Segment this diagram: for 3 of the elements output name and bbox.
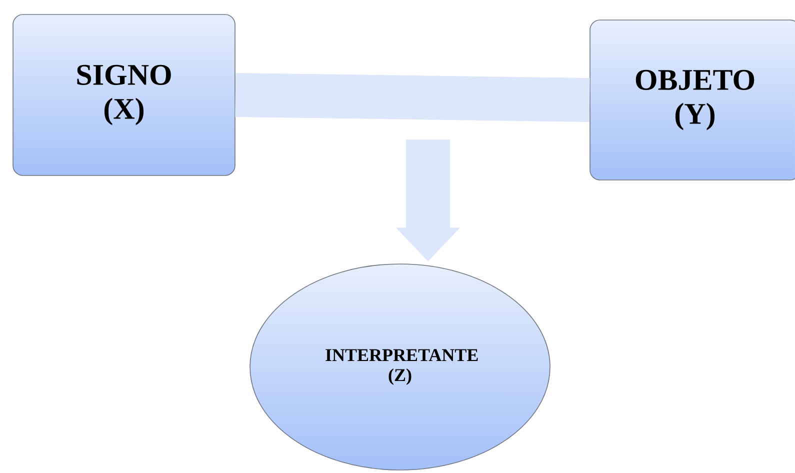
concept-box: OBJETO (Y) [590,20,795,180]
connector-band [235,73,590,122]
concept-box: SIGNO (X) [12,14,236,176]
